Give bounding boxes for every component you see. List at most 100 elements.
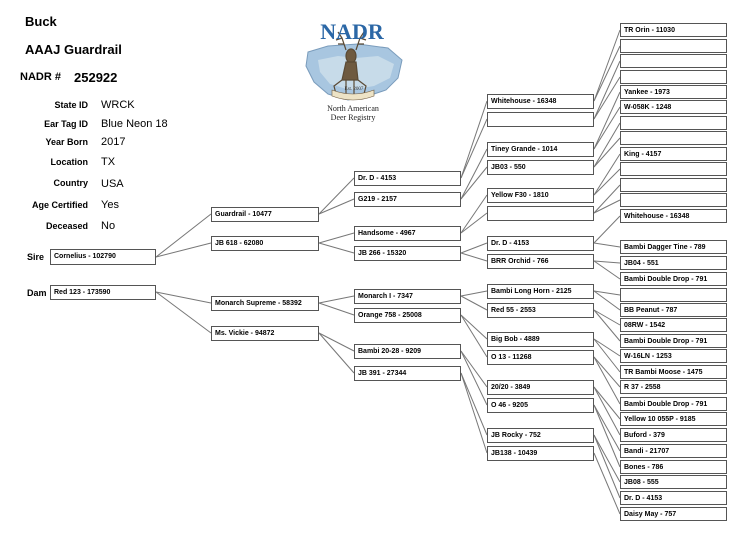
pedigree-g5-29: JB08 - 555: [620, 475, 727, 489]
connector-line: [318, 332, 355, 374]
connector-line: [593, 434, 621, 499]
connector-line: [155, 213, 212, 258]
connector-line: [593, 404, 621, 452]
connector-line: [593, 153, 621, 196]
logo-est: Est. 2007: [344, 87, 364, 92]
logo-line2: Deer Registry: [330, 113, 376, 122]
pedigree-g3-4: JB 266 - 15320: [354, 246, 461, 261]
pedigree-g5-1: TR Orin - 11030: [620, 23, 727, 37]
connector-line: [460, 242, 488, 254]
connector-line: [593, 29, 621, 102]
pedigree-g5-9: King - 4157: [620, 147, 727, 161]
pedigree-g2-2: JB 618 - 62080: [211, 236, 319, 251]
pedigree-g3-2: G219 - 2157: [354, 192, 461, 207]
connector-line: [593, 122, 621, 168]
animal-name: AAAJ Guardrail: [25, 42, 122, 57]
connector-line: [460, 290, 488, 297]
sex-label: Buck: [25, 14, 57, 29]
pedigree-g2-1: Guardrail - 10477: [211, 207, 319, 222]
pedigree-g4-2: [487, 112, 594, 127]
pedigree-g4-11: Big Bob - 4889: [487, 332, 594, 347]
connector-line: [593, 215, 621, 244]
info-label-ear-tag: Ear Tag ID: [44, 119, 88, 129]
connector-line: [593, 76, 621, 120]
pedigree-g4-7: Dr. D - 4153: [487, 236, 594, 251]
sire-label: Sire: [27, 252, 45, 262]
connector-line: [593, 91, 621, 150]
pedigree-g5-23: R 37 - 2558: [620, 380, 727, 394]
connector-line: [593, 452, 621, 515]
pedigree-g5-12: [620, 193, 727, 207]
connector-line: [593, 434, 621, 483]
info-label-state-id: State ID: [54, 100, 88, 110]
connector-line: [593, 106, 621, 150]
connector-line: [593, 45, 621, 102]
pedigree-g5-10: [620, 162, 727, 176]
connector-line: [460, 252, 488, 262]
pedigree-g5-3: [620, 54, 727, 68]
pedigree-g4-14: O 46 - 9205: [487, 398, 594, 413]
nadr-logo-icon: [305, 31, 403, 101]
connector-line: [593, 356, 621, 388]
pedigree-g4-10: Red 55 - 2553: [487, 303, 594, 318]
connector-line: [593, 137, 621, 168]
connector-line: [318, 332, 355, 352]
logo-line1: North American: [327, 104, 379, 113]
connector-line: [155, 291, 212, 304]
connector-line: [593, 260, 621, 264]
pedigree-g5-26: Buford - 379: [620, 428, 727, 442]
pedigree-g4-5: Yellow F30 - 1810: [487, 188, 594, 203]
pedigree-g5-30: Dr. D - 4153: [620, 491, 727, 505]
connector-line: [593, 309, 621, 326]
connector-line: [155, 242, 212, 258]
connector-line: [593, 184, 621, 214]
pedigree-g5-16: Bambi Double Drop - 791: [620, 272, 727, 286]
pedigree-g4-1: Whitehouse - 16348: [487, 94, 594, 109]
pedigree-g5-5: Yankee - 1973: [620, 85, 727, 99]
pedigree-g5-25: Yellow 10 055P - 9185: [620, 412, 727, 426]
info-label-year-born: Year Born: [45, 137, 88, 147]
info-label-country: Country: [53, 178, 89, 188]
connector-line: [460, 372, 488, 454]
info-label-deceased: Deceased: [45, 221, 88, 231]
pedigree-g4-4: JB03 - 550: [487, 160, 594, 175]
connector-line: [593, 356, 621, 405]
pedigree-g4-15: JB Rocky - 752: [487, 428, 594, 443]
connector-line: [593, 199, 621, 214]
connector-line: [460, 314, 488, 340]
connector-line: [460, 372, 488, 436]
pedigree-g5-8: [620, 131, 727, 145]
info-value-state-id: WRCK: [101, 99, 135, 111]
connector-line: [460, 350, 488, 388]
pedigree-g5-14: Bambi Dagger Tine - 789: [620, 240, 727, 254]
info-value-ear-tag: Blue Neon 18: [101, 118, 168, 130]
pedigree-g2-3: Monarch Supreme - 58392: [211, 296, 319, 311]
connector-line: [460, 148, 488, 200]
pedigree-g3-3: Handsome - 4967: [354, 226, 461, 241]
connector-line: [593, 404, 621, 468]
connector-line: [460, 295, 488, 311]
connector-line: [593, 60, 621, 120]
pedigree-g5-18: BB Peanut - 787: [620, 303, 727, 317]
connector-line: [593, 386, 621, 436]
pedigree-g5-21: W-16LN - 1253: [620, 349, 727, 363]
connector-line: [155, 291, 212, 334]
connector-line: [318, 198, 355, 215]
info-value-location: TX: [101, 156, 116, 168]
pedigree-g5-15: JB04 - 551: [620, 256, 727, 270]
connector-line: [593, 309, 621, 342]
pedigree-g5-4: [620, 70, 727, 84]
connector-line: [593, 338, 621, 357]
connector-line: [318, 177, 355, 215]
connector-line: [460, 194, 488, 234]
pedigree-g3-6: Orange 758 - 25008: [354, 308, 461, 323]
connector-line: [593, 386, 621, 420]
info-label-age-certified: Age Certified: [31, 200, 88, 210]
pedigree-g4-9: Bambi Long Horn - 2125: [487, 284, 594, 299]
nadr-logo: NADR Est. 2007 North American Deer Regis…: [298, 19, 408, 122]
logo-title: NADR: [320, 19, 384, 44]
pedigree-sire: Cornelius - 102790: [50, 249, 156, 265]
connector-line: [593, 260, 621, 280]
connector-line: [460, 212, 488, 234]
pedigree-g2-4: Ms. Vickie - 94872: [211, 326, 319, 341]
